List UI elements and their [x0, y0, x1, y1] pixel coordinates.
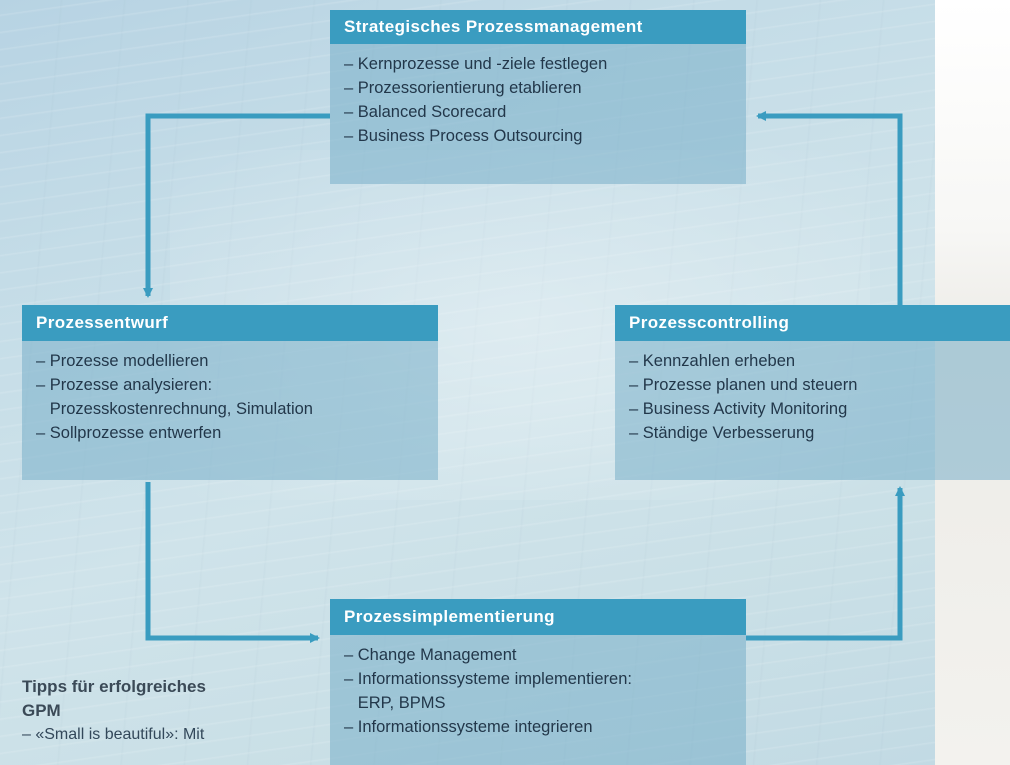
controlling-title: Prozesscontrolling	[615, 305, 1010, 341]
list-item: – Ständige Verbesserung	[629, 424, 815, 442]
tips-title-line2: GPM	[22, 701, 61, 720]
list-item: – Balanced Scorecard	[344, 103, 507, 121]
process-implementation-box: Prozessimplementierung – Change Manageme…	[330, 599, 746, 765]
list-item: – Business Activity Monitoring	[629, 400, 848, 418]
controlling-list: – Kennzahlen erheben – Prozesse planen u…	[615, 341, 1010, 445]
list-item: – Business Process Outsourcing	[344, 127, 583, 145]
list-item: – Prozesse analysieren:	[36, 376, 213, 394]
arrow-strategic-to-design	[143, 113, 330, 298]
strategic-process-management-box: Strategisches Prozessmanagement – Kernpr…	[330, 10, 746, 184]
arrow-implementation-to-controlling	[746, 486, 905, 641]
list-item: – Sollprozesse entwerfen	[36, 424, 222, 442]
strategic-title: Strategisches Prozessmanagement	[330, 10, 746, 44]
arrow-controlling-to-strategic	[756, 111, 903, 305]
implementation-title: Prozessimplementierung	[330, 599, 746, 635]
strategic-list: – Kernprozesse und -ziele festlegen – Pr…	[330, 44, 746, 148]
arrow-design-to-implementation	[145, 482, 320, 643]
list-item: – Kernprozesse und -ziele festlegen	[344, 55, 608, 73]
design-title: Prozessentwurf	[22, 305, 438, 341]
list-item: Prozesskostenrechnung, Simulation	[36, 400, 313, 418]
tips-sidebar: Tipps für erfolgreiches GPM – «Small is …	[22, 675, 292, 747]
list-item: – Change Management	[344, 646, 517, 664]
list-item: – Informationssysteme implementieren:	[344, 670, 632, 688]
implementation-list: – Change Management – Informationssystem…	[330, 635, 746, 739]
list-item: ERP, BPMS	[344, 694, 446, 712]
list-item: – Kennzahlen erheben	[629, 352, 796, 370]
list-item: – Informationssysteme integrieren	[344, 718, 593, 736]
tips-title-line1: Tipps für erfolgreiches	[22, 677, 206, 696]
tips-line: – «Small is beautiful»: Mit	[22, 726, 205, 743]
list-item: – Prozesse modellieren	[36, 352, 209, 370]
process-controlling-box: Prozesscontrolling – Kennzahlen erheben …	[615, 305, 1010, 480]
list-item: – Prozesse planen und steuern	[629, 376, 858, 394]
process-design-box: Prozessentwurf – Prozesse modellieren – …	[22, 305, 438, 480]
list-item: – Prozessorientierung etablieren	[344, 79, 582, 97]
design-list: – Prozesse modellieren – Prozesse analys…	[22, 341, 438, 445]
